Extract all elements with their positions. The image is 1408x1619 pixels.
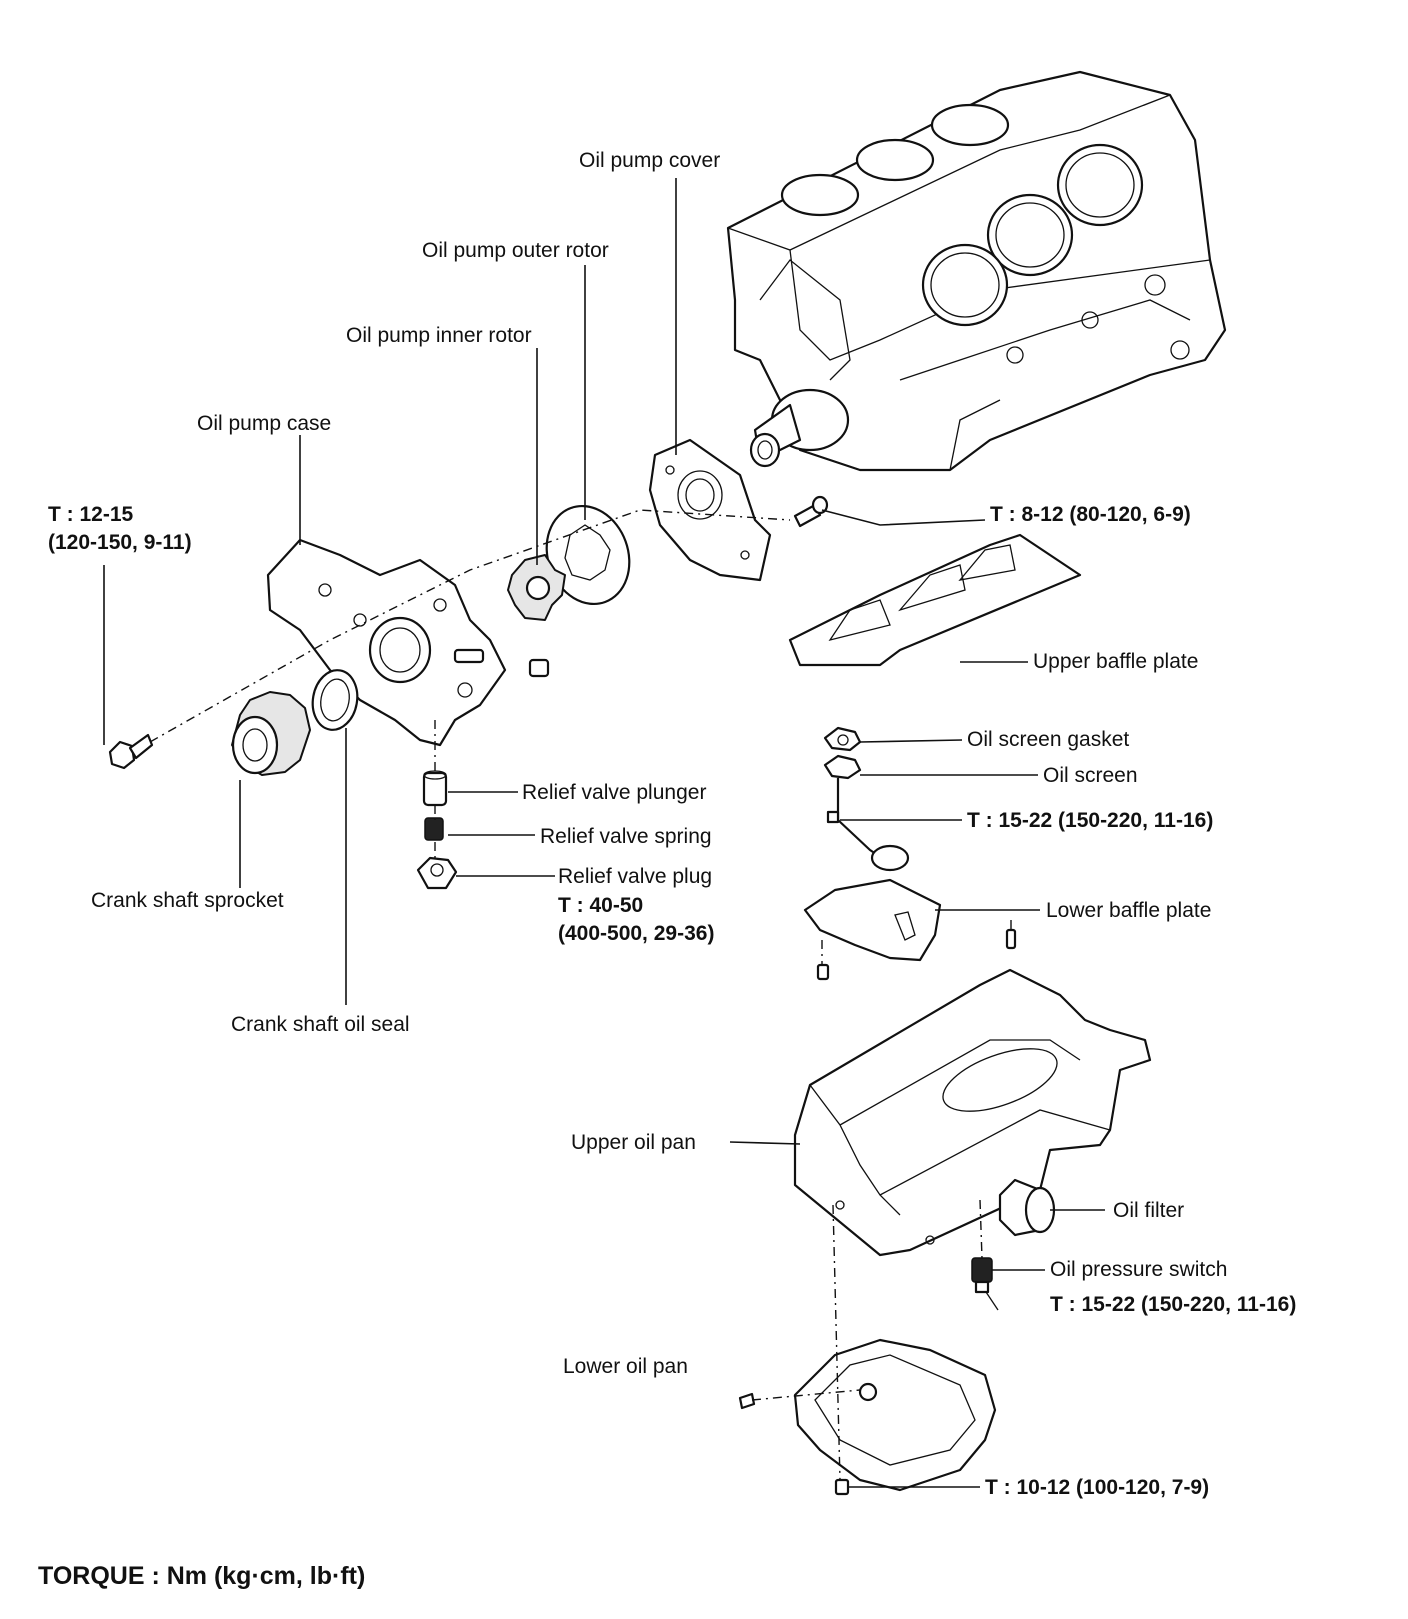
oil-filter (998, 1178, 1056, 1237)
label-torque-relief-plug-line2: (400-500, 29-36) (558, 922, 715, 945)
cover-bolt (793, 495, 829, 528)
torque-units-footer: TORQUE : Nm (kg·cm, lb·ft) (38, 1562, 366, 1590)
upper-oil-pan (793, 968, 1152, 1257)
label-crank-shaft-oil-seal: Crank shaft oil seal (231, 1013, 410, 1036)
relief-valve-parts (416, 770, 458, 890)
lower-oil-pan (738, 1338, 997, 1496)
label-torque-lower-pan: T : 10-12 (100-120, 7-9) (985, 1476, 1210, 1499)
label-oil-pump-cover: Oil pump cover (579, 149, 721, 172)
label-oil-screen: Oil screen (1043, 764, 1138, 787)
label-oil-screen-gasket: Oil screen gasket (967, 728, 1130, 751)
label-oil-pressure-switch: Oil pressure switch (1050, 1258, 1228, 1281)
oil-screen (823, 754, 910, 872)
label-relief-valve-spring: Relief valve spring (540, 825, 712, 848)
label-torque-cover: T : 8-12 (80-120, 6-9) (990, 503, 1191, 526)
label-torque-relief-plug-line1: T : 40-50 (558, 894, 644, 917)
label-torque-case-bolt-line2: (120-150, 9-11) (48, 531, 192, 554)
label-torque-case-bolt-line1: T : 12-15 (48, 503, 134, 526)
label-oil-pump-inner-rotor: Oil pump inner rotor (346, 324, 532, 347)
label-torque-oil-pressure-switch: T : 15-22 (150-220, 11-16) (1050, 1293, 1297, 1316)
label-oil-pump-outer-rotor: Oil pump outer rotor (422, 239, 609, 262)
label-relief-valve-plug: Relief valve plug (558, 865, 713, 888)
label-oil-pump-case: Oil pump case (197, 412, 332, 435)
oil-pressure-switch (971, 1257, 999, 1311)
label-upper-oil-pan: Upper oil pan (571, 1131, 696, 1154)
label-lower-baffle-plate: Lower baffle plate (1046, 899, 1212, 922)
upper-baffle-plate (788, 533, 1082, 667)
oil-pump-case (266, 538, 550, 747)
oil-pump-inner-rotor (507, 554, 566, 621)
label-oil-filter: Oil filter (1113, 1199, 1185, 1222)
label-lower-oil-pan: Lower oil pan (563, 1355, 688, 1378)
crank-shaft-oil-seal (311, 669, 359, 731)
engine-block (726, 70, 1227, 472)
oil-screen-gasket (823, 726, 862, 752)
label-upper-baffle-plate: Upper baffle plate (1033, 650, 1199, 673)
label-crank-shaft-sprocket: Crank shaft sprocket (91, 889, 284, 912)
leader-lines (103, 178, 1105, 1488)
case-bolt (108, 733, 154, 770)
label-relief-valve-plunger: Relief valve plunger (522, 781, 707, 804)
crank-shaft-sprocket (231, 691, 311, 776)
assembly-axis-lines (149, 509, 1012, 1481)
lower-baffle-plate (803, 878, 1017, 981)
oil-pump-cover (648, 438, 772, 582)
label-torque-oil-screen: T : 15-22 (150-220, 11-16) (967, 809, 1214, 832)
